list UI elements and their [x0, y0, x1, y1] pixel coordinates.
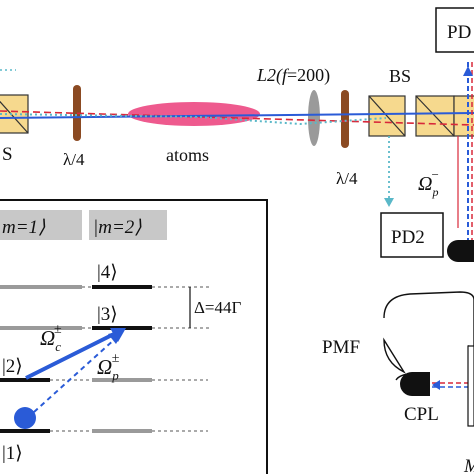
photodetector-pd2-label: PD2: [391, 227, 425, 248]
detector-head-icon: [447, 240, 474, 262]
beam-splitter-left: [0, 94, 29, 134]
photodetector-top: [435, 7, 474, 53]
header-m1-bg: [0, 210, 82, 240]
detuning-label: Δ=44Γ: [194, 298, 242, 317]
beam-splitter-left-label: S: [2, 144, 13, 165]
header-m1: m=1⟩: [2, 217, 46, 238]
header-m2-bg: [89, 210, 167, 240]
header-m2: |m=2⟩: [93, 217, 142, 238]
pmf-label: PMF: [322, 337, 360, 358]
atoms-label: atoms: [166, 145, 209, 165]
state-2-label: |2⟩: [2, 356, 23, 377]
lens-label: L2(f=200): [256, 65, 330, 86]
probe-beam-red: [0, 110, 474, 126]
state-4-label: |4⟩: [97, 262, 118, 283]
mirror-partial: [467, 345, 474, 427]
coupling-beam-blue: [0, 112, 474, 119]
quarter-wave-plate-right-label: λ/4: [336, 169, 358, 188]
omega-c-label: Ωc±: [40, 322, 62, 354]
level-diagram-panel: [0, 199, 268, 474]
omega-p-label: Ωp±: [97, 351, 120, 383]
population-dot: [14, 407, 36, 429]
coupling-transition-arrow: [25, 330, 119, 380]
state-3-label: |3⟩: [97, 304, 118, 325]
lens-l2: [308, 90, 320, 146]
coupler-icon: [400, 372, 430, 396]
pm-fiber: [383, 291, 474, 374]
photodetector-top-label: PD: [447, 22, 471, 43]
beam-splitter-right-label: BS: [389, 66, 411, 86]
photodetector-pd2: [380, 212, 444, 258]
quarter-wave-plate-right: [341, 90, 349, 148]
bottom-partial-label: M: [463, 456, 474, 474]
beam-splitter-right: [368, 95, 406, 137]
atom-cloud: [128, 102, 260, 126]
laser-beams: [0, 62, 474, 250]
probe-transition-arrow: [33, 337, 117, 413]
polarizing-beam-splitter: [415, 95, 474, 137]
quarter-wave-plate-left-label: λ/4: [63, 150, 85, 169]
probe-beam-cyan: [0, 113, 387, 126]
omega-p-minus-label: Ωp−: [418, 167, 439, 199]
state-1-label: |1⟩: [2, 443, 23, 464]
cpl-label: CPL: [404, 404, 439, 425]
